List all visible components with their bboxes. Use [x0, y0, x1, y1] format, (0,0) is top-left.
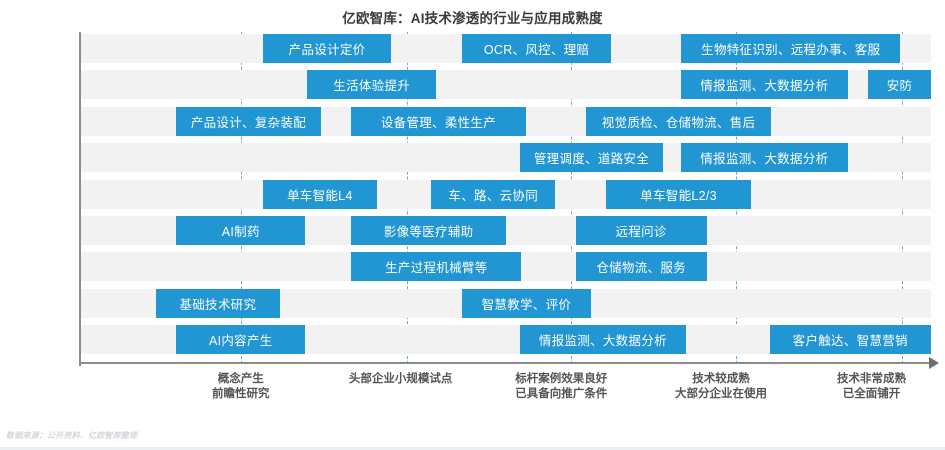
stage-label-line: 头部企业小规模试点 [348, 373, 453, 385]
application-bar[interactable]: 单车智能L4 [262, 179, 377, 209]
application-bar[interactable]: 安防 [868, 70, 931, 100]
stage-label-line: 前瞻性研究 [212, 388, 270, 400]
application-bar[interactable]: 产品设计定价 [262, 34, 392, 63]
chart-row: 管理调度、道路安全情报监测、大数据分析 [81, 143, 931, 173]
stage-label-line: 技术较成熟 [692, 373, 750, 385]
application-bar[interactable]: 车、路、云协同 [431, 179, 556, 209]
chart-row: 基础技术研究 智慧教学、评价 [81, 288, 931, 318]
application-bar[interactable]: 仓储物流、服务 [575, 252, 707, 282]
chart-row: AI制药 影像等医疗辅助 远程问诊 [81, 216, 931, 245]
application-bar[interactable]: 单车智能L2/3 [606, 179, 751, 209]
application-bar[interactable]: AI内容产生 [176, 325, 306, 355]
chart-row: 生活体验提升 情报监测、大数据分析安防 [81, 70, 931, 100]
stage-label-5: 技术非常成熟已全面铺开 [792, 372, 945, 402]
application-bar[interactable]: 客户触达、智慧营销 [769, 325, 931, 355]
stage-label-line: 已全面铺开 [842, 388, 901, 400]
x-axis-line [79, 362, 931, 364]
application-bar[interactable]: OCR、风控、理赔 [461, 34, 612, 63]
x-axis-arrow-icon [929, 357, 939, 369]
stage-label-2: 头部企业小规模试点 [321, 372, 481, 387]
application-bar[interactable]: 基础技术研究 [155, 288, 280, 318]
application-bar[interactable]: 影像等医疗辅助 [351, 216, 506, 245]
application-bar[interactable]: 生物特征识别、远程办事、客服 [681, 34, 901, 63]
stage-label-line: 已具备向推广条件 [515, 388, 608, 400]
stage-label-line: 标杆案例效果良好 [515, 373, 608, 385]
chart-row: AI内容产生 情报监测、大数据分析 客户触达、智慧营销 [81, 325, 931, 355]
stage-label-3: 标杆案例效果良好已具备向推广条件 [481, 372, 641, 402]
application-bar[interactable]: AI制药 [176, 216, 306, 245]
application-bar[interactable]: 智慧教学、评价 [461, 288, 591, 318]
application-bar[interactable]: 管理调度、道路安全 [519, 143, 664, 173]
chart-row: 生产过程机械臂等 仓储物流、服务 [81, 252, 931, 282]
footer-divider [0, 447, 945, 450]
application-bar[interactable]: 生产过程机械臂等 [351, 252, 522, 282]
chart-row: 单车智能L4 车、路、云协同 单车智能L2/3 [81, 179, 931, 209]
stage-label-line: 概念产生 [217, 373, 264, 385]
stage-label-4: 技术较成熟大部分企业在使用 [641, 372, 801, 402]
application-bar[interactable]: 视觉质检、仓储物流、售后 [585, 106, 772, 136]
application-bar[interactable]: 情报监测、大数据分析 [519, 325, 687, 355]
application-bar[interactable]: 情报监测、大数据分析 [681, 70, 848, 100]
application-bar[interactable]: 产品设计、复杂装配 [176, 106, 321, 136]
application-bar[interactable]: 生活体验提升 [307, 70, 437, 100]
source-footnote: 数据来源：公开资料、亿欧智库整理 [6, 431, 138, 440]
application-bar[interactable]: 远程问诊 [575, 216, 707, 245]
stage-label-1: 概念产生前瞻性研究 [161, 372, 321, 402]
chart-row: 产品设计、复杂装配设备管理、柔性生产 视觉质检、仓储物流、售后 [81, 106, 931, 136]
application-bar[interactable]: 情报监测、大数据分析 [681, 143, 848, 173]
application-bar[interactable]: 设备管理、柔性生产 [351, 106, 526, 136]
chart-row: 产品设计定价 OCR、风控、理赔 生物特征识别、远程办事、客服 [81, 34, 931, 63]
stage-label-line: 技术非常成熟 [837, 373, 906, 385]
page-title: 亿欧智库：AI技术渗透的行业与应用成熟度 [342, 11, 603, 26]
stage-label-line: 大部分企业在使用 [675, 388, 768, 400]
y-axis-line [79, 32, 81, 366]
